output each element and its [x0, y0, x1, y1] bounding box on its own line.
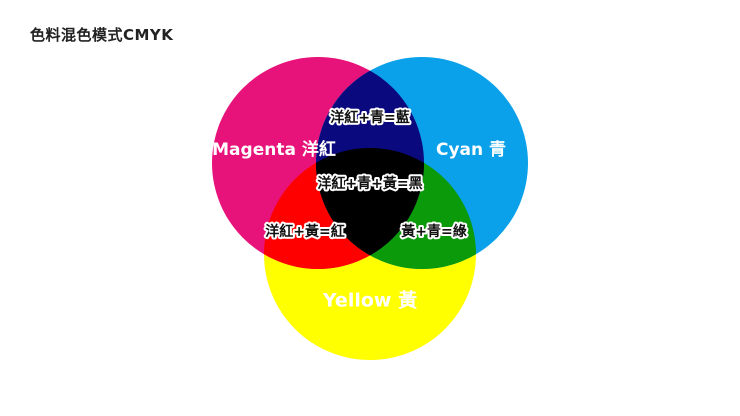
magenta-cyan-label: 洋紅+青=藍	[330, 109, 409, 126]
cyan-label: Cyan 青	[436, 139, 506, 160]
page-title: 色料混色模式CMYK	[30, 26, 174, 44]
magenta-yellow-label: 洋紅+黃=紅	[265, 223, 344, 240]
all-three-label: 洋紅+青+黃=黑	[317, 175, 422, 192]
yellow-cyan-label: 黃+青=綠	[400, 223, 467, 240]
yellow-label: Yellow 黃	[322, 289, 417, 312]
magenta-label: Magenta 洋紅	[212, 139, 336, 160]
